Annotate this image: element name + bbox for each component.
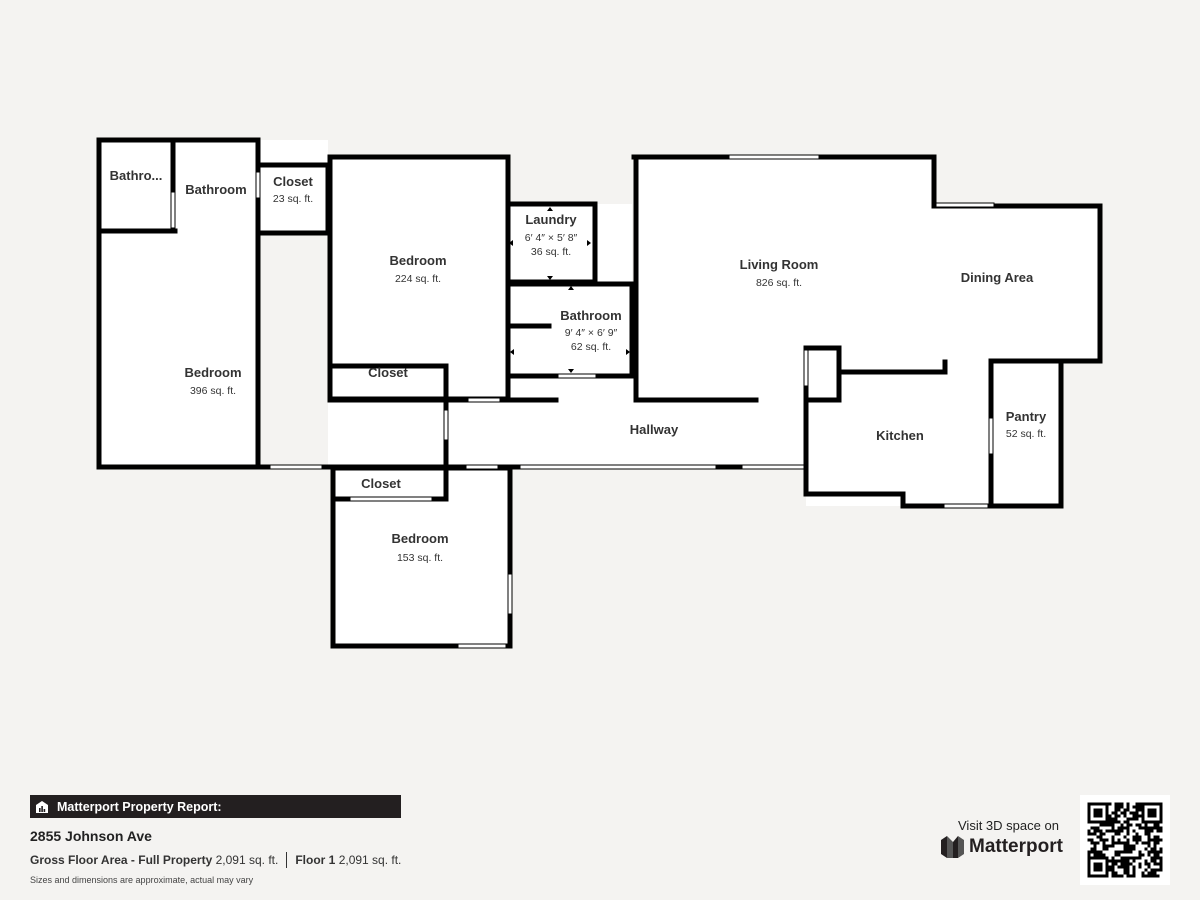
floor-area-value: 2,091 sq. ft. — [338, 853, 402, 867]
windows-and-openings — [170, 154, 995, 649]
room-dims-laundry: 6′ 4″ × 5′ 8″ — [525, 232, 578, 244]
room-area-living-room: 826 sq. ft. — [756, 277, 802, 289]
room-label-closet-top: Closet — [273, 174, 313, 189]
property-address: 2855 Johnson Ave — [30, 828, 152, 844]
room-label-bathroom-hall: Bathroom — [560, 308, 621, 323]
room-label-bedroom-bottom: Bedroom — [391, 531, 448, 546]
floor-area-summary: Gross Floor Area - Full Property 2,091 s… — [30, 852, 401, 868]
room-area-bedroom-bottom: 153 sq. ft. — [397, 552, 443, 564]
room-label-pantry: Pantry — [1006, 409, 1047, 424]
qr-code-icon[interactable] — [1080, 795, 1170, 885]
room-label-hallway: Hallway — [630, 422, 679, 437]
room-area-bedroom-middle: 224 sq. ft. — [395, 273, 441, 285]
floor-plan: Bathro... Bathroom Closet 23 sq. ft. Bed… — [96, 137, 1103, 649]
report-label: Matterport Property Report: — [57, 799, 222, 814]
room-area-pantry: 52 sq. ft. — [1006, 428, 1046, 440]
brand-name: Matterport — [969, 836, 1063, 857]
room-label-closet-bottom: Closet — [361, 476, 401, 491]
divider — [286, 852, 288, 868]
visit-3d-text: Visit 3D space on — [958, 818, 1059, 833]
room-area-laundry: 36 sq. ft. — [531, 246, 571, 258]
room-label-closet-middle: Closet — [368, 365, 408, 380]
room-label-bathroom-master: Bathroom — [185, 182, 246, 197]
room-floors — [99, 140, 1101, 646]
room-label-dining-area: Dining Area — [961, 270, 1034, 285]
room-area-closet-top: 23 sq. ft. — [273, 193, 313, 205]
floor-area-label: Floor 1 — [295, 853, 336, 867]
room-label-living-room: Living Room — [740, 257, 819, 272]
dimension-markers — [509, 207, 630, 373]
gross-area-value: 2,091 sq. ft. — [215, 853, 279, 867]
room-label-bedroom-master: Bedroom — [184, 365, 241, 380]
disclaimer: Sizes and dimensions are approximate, ac… — [30, 875, 254, 885]
room-label-bedroom-middle: Bedroom — [389, 253, 446, 268]
room-dims-bathroom-hall: 9′ 4″ × 6′ 9″ — [565, 327, 618, 339]
matterport-brand-link[interactable]: Matterport — [941, 836, 1063, 858]
gross-area-label: Gross Floor Area - Full Property — [30, 853, 213, 867]
building-chart-icon — [36, 800, 48, 813]
room-label-laundry: Laundry — [525, 212, 577, 227]
room-area-bedroom-master: 396 sq. ft. — [190, 385, 236, 397]
room-label-kitchen: Kitchen — [876, 428, 924, 443]
matterport-logo-icon — [941, 836, 964, 858]
room-area-bathroom-hall: 62 sq. ft. — [571, 341, 611, 353]
room-labels: Bathro... Bathroom Closet 23 sq. ft. Bed… — [110, 168, 1047, 564]
room-label-bathroom-small: Bathro... — [110, 168, 163, 183]
report-header-bar: Matterport Property Report: — [30, 795, 401, 818]
